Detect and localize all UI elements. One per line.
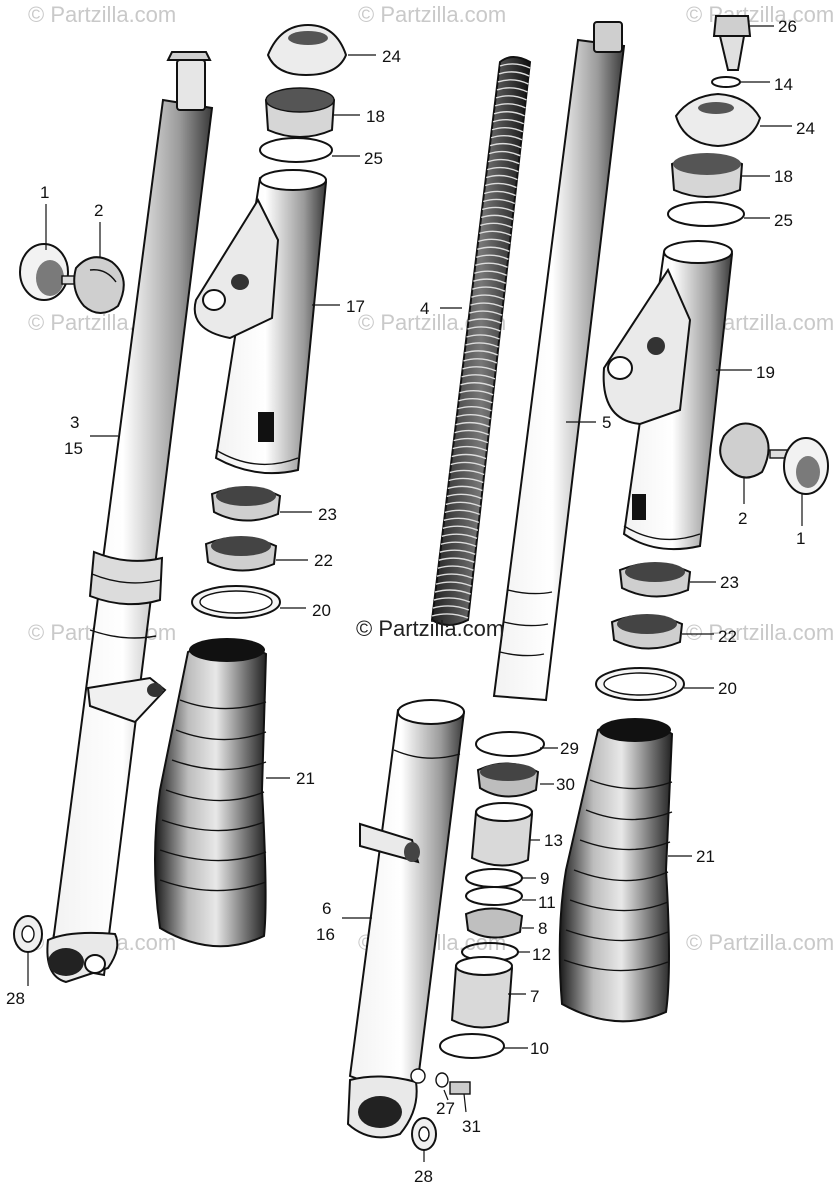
callout-6: 6 — [322, 899, 331, 918]
callout-8: 8 — [538, 919, 547, 938]
copyright-watermark: © Partzilla.com — [356, 616, 504, 641]
right-seal-22 — [610, 614, 684, 650]
left-rubber-boot-21 — [154, 638, 268, 948]
callout-5: 5 — [602, 413, 611, 432]
bushing-13 — [470, 802, 534, 867]
callout-17: 17 — [346, 297, 365, 316]
left-knob-part-2 — [73, 256, 125, 314]
right-ring-25 — [667, 201, 745, 227]
seal-30 — [476, 762, 540, 798]
left-fork-cover-17 — [193, 169, 328, 475]
callout-21-right: 21 — [696, 847, 715, 866]
callout-22-right: 22 — [718, 627, 737, 646]
callout-11: 11 — [538, 893, 556, 912]
left-seal-23 — [210, 486, 282, 522]
right-top-cap-24 — [674, 92, 762, 148]
right-knob-part-1 — [769, 437, 829, 495]
callout-24: 24 — [382, 47, 401, 66]
callout-30: 30 — [556, 775, 575, 794]
fork-spring-4 — [430, 56, 532, 626]
watermark-text: © Partzilla.com — [358, 2, 506, 27]
left-ring-25 — [259, 137, 333, 163]
callout-31: 31 — [462, 1117, 481, 1136]
callout-3: 3 — [70, 413, 79, 432]
callout-29: 29 — [560, 739, 579, 758]
left-knob-part-1 — [19, 243, 87, 301]
callout-21: 21 — [296, 769, 315, 788]
watermark-text: © Partzilla.com — [686, 930, 834, 955]
right-knob-part-2 — [719, 422, 770, 479]
right-seal-23 — [618, 562, 692, 598]
ring-11 — [465, 886, 523, 906]
watermark-text: © Partzilla.com — [686, 620, 834, 645]
left-washer-28 — [13, 915, 43, 953]
callout-1: 1 — [40, 183, 49, 202]
callout-28: 28 — [6, 989, 25, 1008]
callout-12: 12 — [532, 945, 551, 964]
callout-23: 23 — [318, 505, 337, 524]
callout-9: 9 — [540, 869, 549, 888]
circlip-10 — [439, 1033, 505, 1059]
callout-10: 10 — [530, 1039, 549, 1058]
left-top-cap-24 — [266, 23, 348, 77]
bolt-26 — [712, 15, 752, 71]
callout-28-right: 28 — [414, 1167, 433, 1186]
watermark-text: © Partzilla.com — [686, 2, 834, 27]
right-fork-slider-6 — [346, 699, 466, 1139]
callout-13: 13 — [544, 831, 563, 850]
callout-19: 19 — [756, 363, 775, 382]
callout-2: 2 — [94, 201, 103, 220]
callout-16: 16 — [316, 925, 335, 944]
left-seal-22 — [204, 536, 278, 572]
callout-22: 22 — [314, 551, 333, 570]
washer-8 — [464, 907, 524, 939]
callout-26: 26 — [778, 17, 797, 36]
callout-20: 20 — [312, 601, 331, 620]
callout-15: 15 — [64, 439, 83, 458]
right-fork-inner-tube-5 — [492, 21, 626, 702]
callout-4: 4 — [420, 299, 429, 318]
callout-20-right: 20 — [718, 679, 737, 698]
callout-24-right: 24 — [796, 119, 815, 138]
drain-bolt-31 — [435, 1072, 471, 1095]
callout-18-right: 18 — [774, 167, 793, 186]
right-washer-28 — [411, 1117, 437, 1151]
callout-2-right: 2 — [738, 509, 747, 528]
callout-7: 7 — [530, 987, 539, 1006]
callout-labels: 1 2 3 15 24 18 25 17 23 22 20 21 28 4 5 … — [6, 17, 815, 1186]
callout-25: 25 — [364, 149, 383, 168]
ring-9 — [465, 868, 523, 888]
callout-23-right: 23 — [720, 573, 739, 592]
callout-18: 18 — [366, 107, 385, 126]
callout-27: 27 — [436, 1099, 455, 1118]
circlip-29 — [475, 731, 545, 757]
callout-1-right: 1 — [796, 529, 805, 548]
callout-14: 14 — [774, 75, 793, 94]
right-fork-cover-19 — [602, 240, 734, 551]
right-cup-18 — [670, 153, 744, 198]
left-cup-18 — [264, 87, 336, 138]
washer-14 — [711, 76, 741, 88]
bushing-7 — [450, 956, 514, 1029]
left-fork-inner-tube — [46, 51, 214, 984]
callout-25-right: 25 — [774, 211, 793, 230]
right-rubber-boot-21 — [558, 718, 674, 1023]
leader-lines — [27, 25, 803, 1162]
watermark-text: © Partzilla.com — [28, 2, 176, 27]
